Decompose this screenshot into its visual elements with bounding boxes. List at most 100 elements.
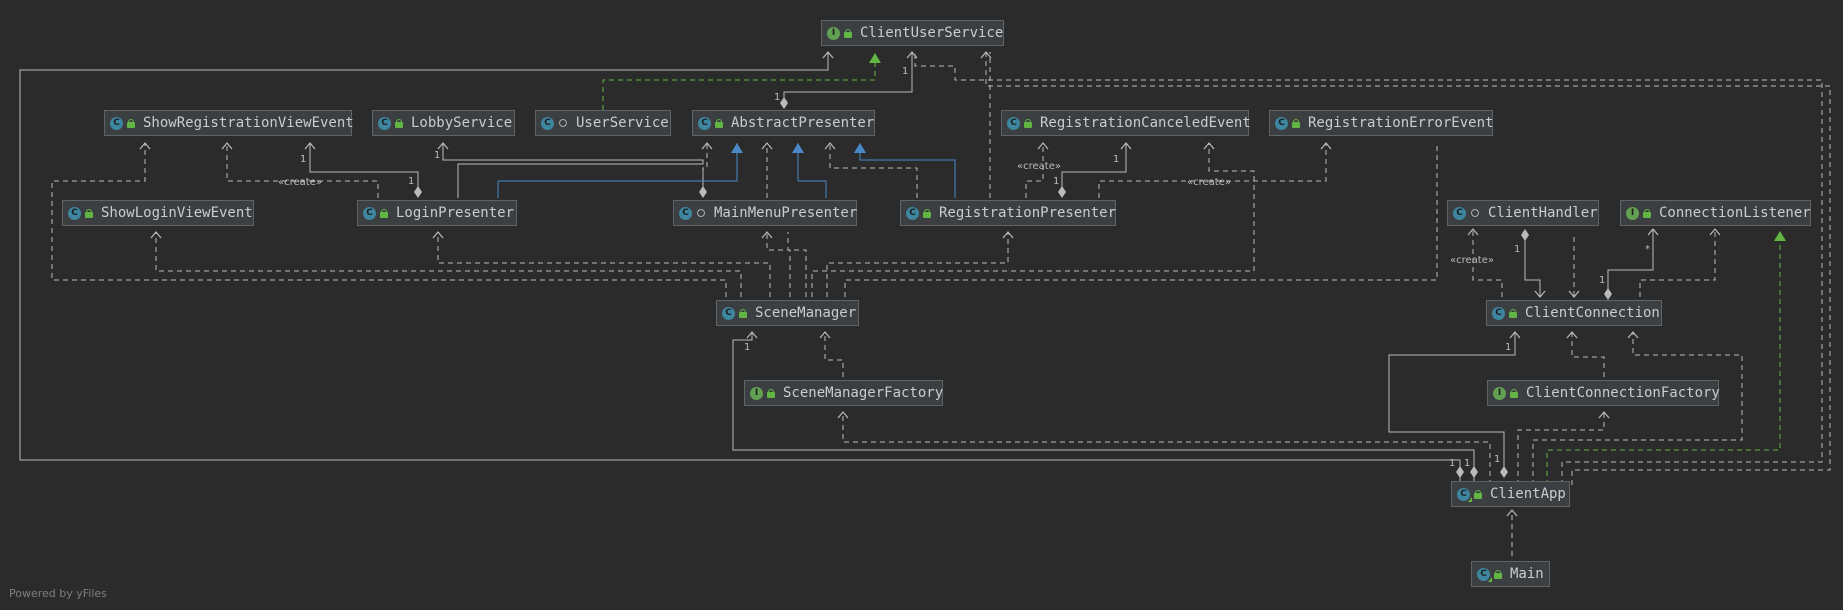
node-label: ClientApp xyxy=(1490,486,1566,502)
edge-labels: 1 1 1 1 1 1 «create» «create» 1 1 «creat… xyxy=(278,24,1650,469)
edge-clientapp-to-clientuserservice-right xyxy=(914,52,1823,485)
edge-connfactory-clientconnection xyxy=(1571,332,1605,377)
diamond-icon xyxy=(699,186,707,198)
node-label: AbstractPresenter xyxy=(731,115,875,131)
node-label: ShowLoginViewEvent xyxy=(101,205,253,221)
node-main-menu-presenter[interactable]: C MainMenuPresenter xyxy=(673,200,857,226)
node-client-user-service[interactable]: I ClientUserService xyxy=(821,20,1004,46)
public-lock-icon xyxy=(85,208,93,218)
package-private-icon xyxy=(1471,209,1479,217)
node-label: LobbyService xyxy=(411,115,513,131)
triangle-icon xyxy=(1774,231,1786,241)
edge-clientconnection-listener xyxy=(1607,229,1654,290)
public-lock-icon xyxy=(127,118,135,128)
arrowhead-icon xyxy=(1120,142,1132,150)
arrowhead-icon xyxy=(432,231,444,239)
node-label: ClientConnection xyxy=(1525,305,1660,321)
edge-group-dependency xyxy=(19,52,1831,556)
class-icon: C xyxy=(1453,206,1466,220)
arrowhead-icon xyxy=(837,411,849,419)
multiplicity-label: 1 xyxy=(774,92,780,103)
arrowhead-icon xyxy=(150,231,162,239)
node-show-registration-view-event[interactable]: C ShowRegistrationViewEvent xyxy=(104,110,354,136)
create-label: «create» xyxy=(1450,255,1494,266)
node-client-handler[interactable]: C ClientHandler xyxy=(1447,200,1599,226)
node-registration-presenter[interactable]: C RegistrationPresenter xyxy=(900,200,1116,226)
class-icon: C xyxy=(1007,116,1020,130)
edge-regpresenter-canceled xyxy=(1061,143,1127,190)
powered-by-footer: Powered by yFiles xyxy=(9,587,107,600)
edge-clienthandler-clientconnection xyxy=(1524,237,1541,297)
edge-clientconnection-clienthandler-create xyxy=(1472,229,1503,297)
node-scene-manager-factory[interactable]: I SceneManagerFactory xyxy=(744,380,943,406)
edge-group-inheritance xyxy=(497,143,956,198)
arrowhead-icon xyxy=(822,51,834,59)
node-user-service[interactable]: C UserService xyxy=(535,110,671,136)
edge-scenemanager-loginpresenter xyxy=(437,232,771,297)
arrowhead-icon xyxy=(1566,331,1578,339)
node-registration-canceled-event[interactable]: C RegistrationCanceledEvent xyxy=(1001,110,1251,136)
class-icon: C xyxy=(1492,306,1505,320)
arrowhead-icon xyxy=(1509,331,1521,339)
arrowhead-icon xyxy=(1627,331,1639,339)
node-label: RegistrationCanceledEvent xyxy=(1040,115,1251,131)
multiplicity-label: 1 xyxy=(1449,458,1455,469)
class-icon: C xyxy=(68,206,81,220)
node-login-presenter[interactable]: C LoginPresenter xyxy=(357,200,517,226)
public-lock-icon xyxy=(1510,388,1518,398)
arrowhead-icon xyxy=(819,331,831,339)
node-scene-manager[interactable]: C SceneManager xyxy=(716,300,859,326)
multiplicity-label: 1 xyxy=(1053,176,1059,187)
node-label: ClientUserService xyxy=(860,25,1004,41)
multiplicity-label: 1 xyxy=(300,154,306,165)
triangle-icon xyxy=(854,143,866,153)
arrowhead-icon xyxy=(1203,142,1215,150)
node-connection-listener[interactable]: I ConnectionListener xyxy=(1620,200,1811,226)
multiplicity-label: 1 xyxy=(744,342,750,353)
node-abstract-presenter[interactable]: C AbstractPresenter xyxy=(692,110,875,136)
node-main[interactable]: C Main xyxy=(1471,561,1550,587)
edge-scenemanager-showlogin xyxy=(155,232,742,297)
public-lock-icon xyxy=(395,118,403,128)
triangle-icon xyxy=(731,143,743,153)
arrowhead-icon xyxy=(1002,231,1014,239)
edge-clientapp-clientconnection xyxy=(1388,332,1516,477)
triangle-icon xyxy=(792,143,804,153)
arrowhead-icon xyxy=(824,142,836,150)
interface-icon: I xyxy=(1626,206,1639,220)
node-label: RegistrationPresenter xyxy=(939,205,1117,221)
node-lobby-service[interactable]: C LobbyService xyxy=(372,110,515,136)
multiplicity-label: 1 xyxy=(1505,342,1511,353)
diamond-icon xyxy=(414,186,422,198)
arrowhead-icon xyxy=(1037,142,1049,150)
node-label: SceneManager xyxy=(755,305,857,321)
arrowhead-icon xyxy=(139,142,151,150)
edge-clientapp-to-clientuserservice-outer xyxy=(19,53,1461,485)
public-lock-icon xyxy=(739,308,747,318)
multiplicity-label: * xyxy=(1645,244,1650,255)
edge-clientconnection-listener-dep xyxy=(1639,229,1716,297)
class-icon: C xyxy=(1275,116,1288,130)
node-label: ClientHandler xyxy=(1488,205,1598,221)
edge-userservice-implements xyxy=(602,56,876,110)
arrowhead-icon xyxy=(1506,509,1518,517)
public-lock-icon xyxy=(923,208,931,218)
node-show-login-view-event[interactable]: C ShowLoginViewEvent xyxy=(62,200,254,226)
arrowheads-triangle xyxy=(731,53,1786,241)
public-lock-icon xyxy=(1643,208,1651,218)
multiplicity-label: 1 xyxy=(902,66,908,77)
edge-regpresenter-error-create xyxy=(1098,143,1327,198)
node-client-app[interactable]: C ClientApp xyxy=(1451,481,1570,507)
class-icon: C xyxy=(679,206,692,220)
runnable-class-icon: C xyxy=(1477,567,1492,582)
multiplicity-label: 1 xyxy=(434,150,440,161)
node-label: ClientConnectionFactory xyxy=(1526,385,1720,401)
public-lock-icon xyxy=(380,208,388,218)
node-client-connection-factory[interactable]: I ClientConnectionFactory xyxy=(1487,380,1720,406)
node-registration-error-event[interactable]: C RegistrationErrorEvent xyxy=(1269,110,1493,136)
class-icon: C xyxy=(906,206,919,220)
node-client-connection[interactable]: C ClientConnection xyxy=(1486,300,1662,326)
edge-login-showregistration xyxy=(309,143,419,190)
edge-abstractpresenter-clientuserservice xyxy=(783,52,913,103)
